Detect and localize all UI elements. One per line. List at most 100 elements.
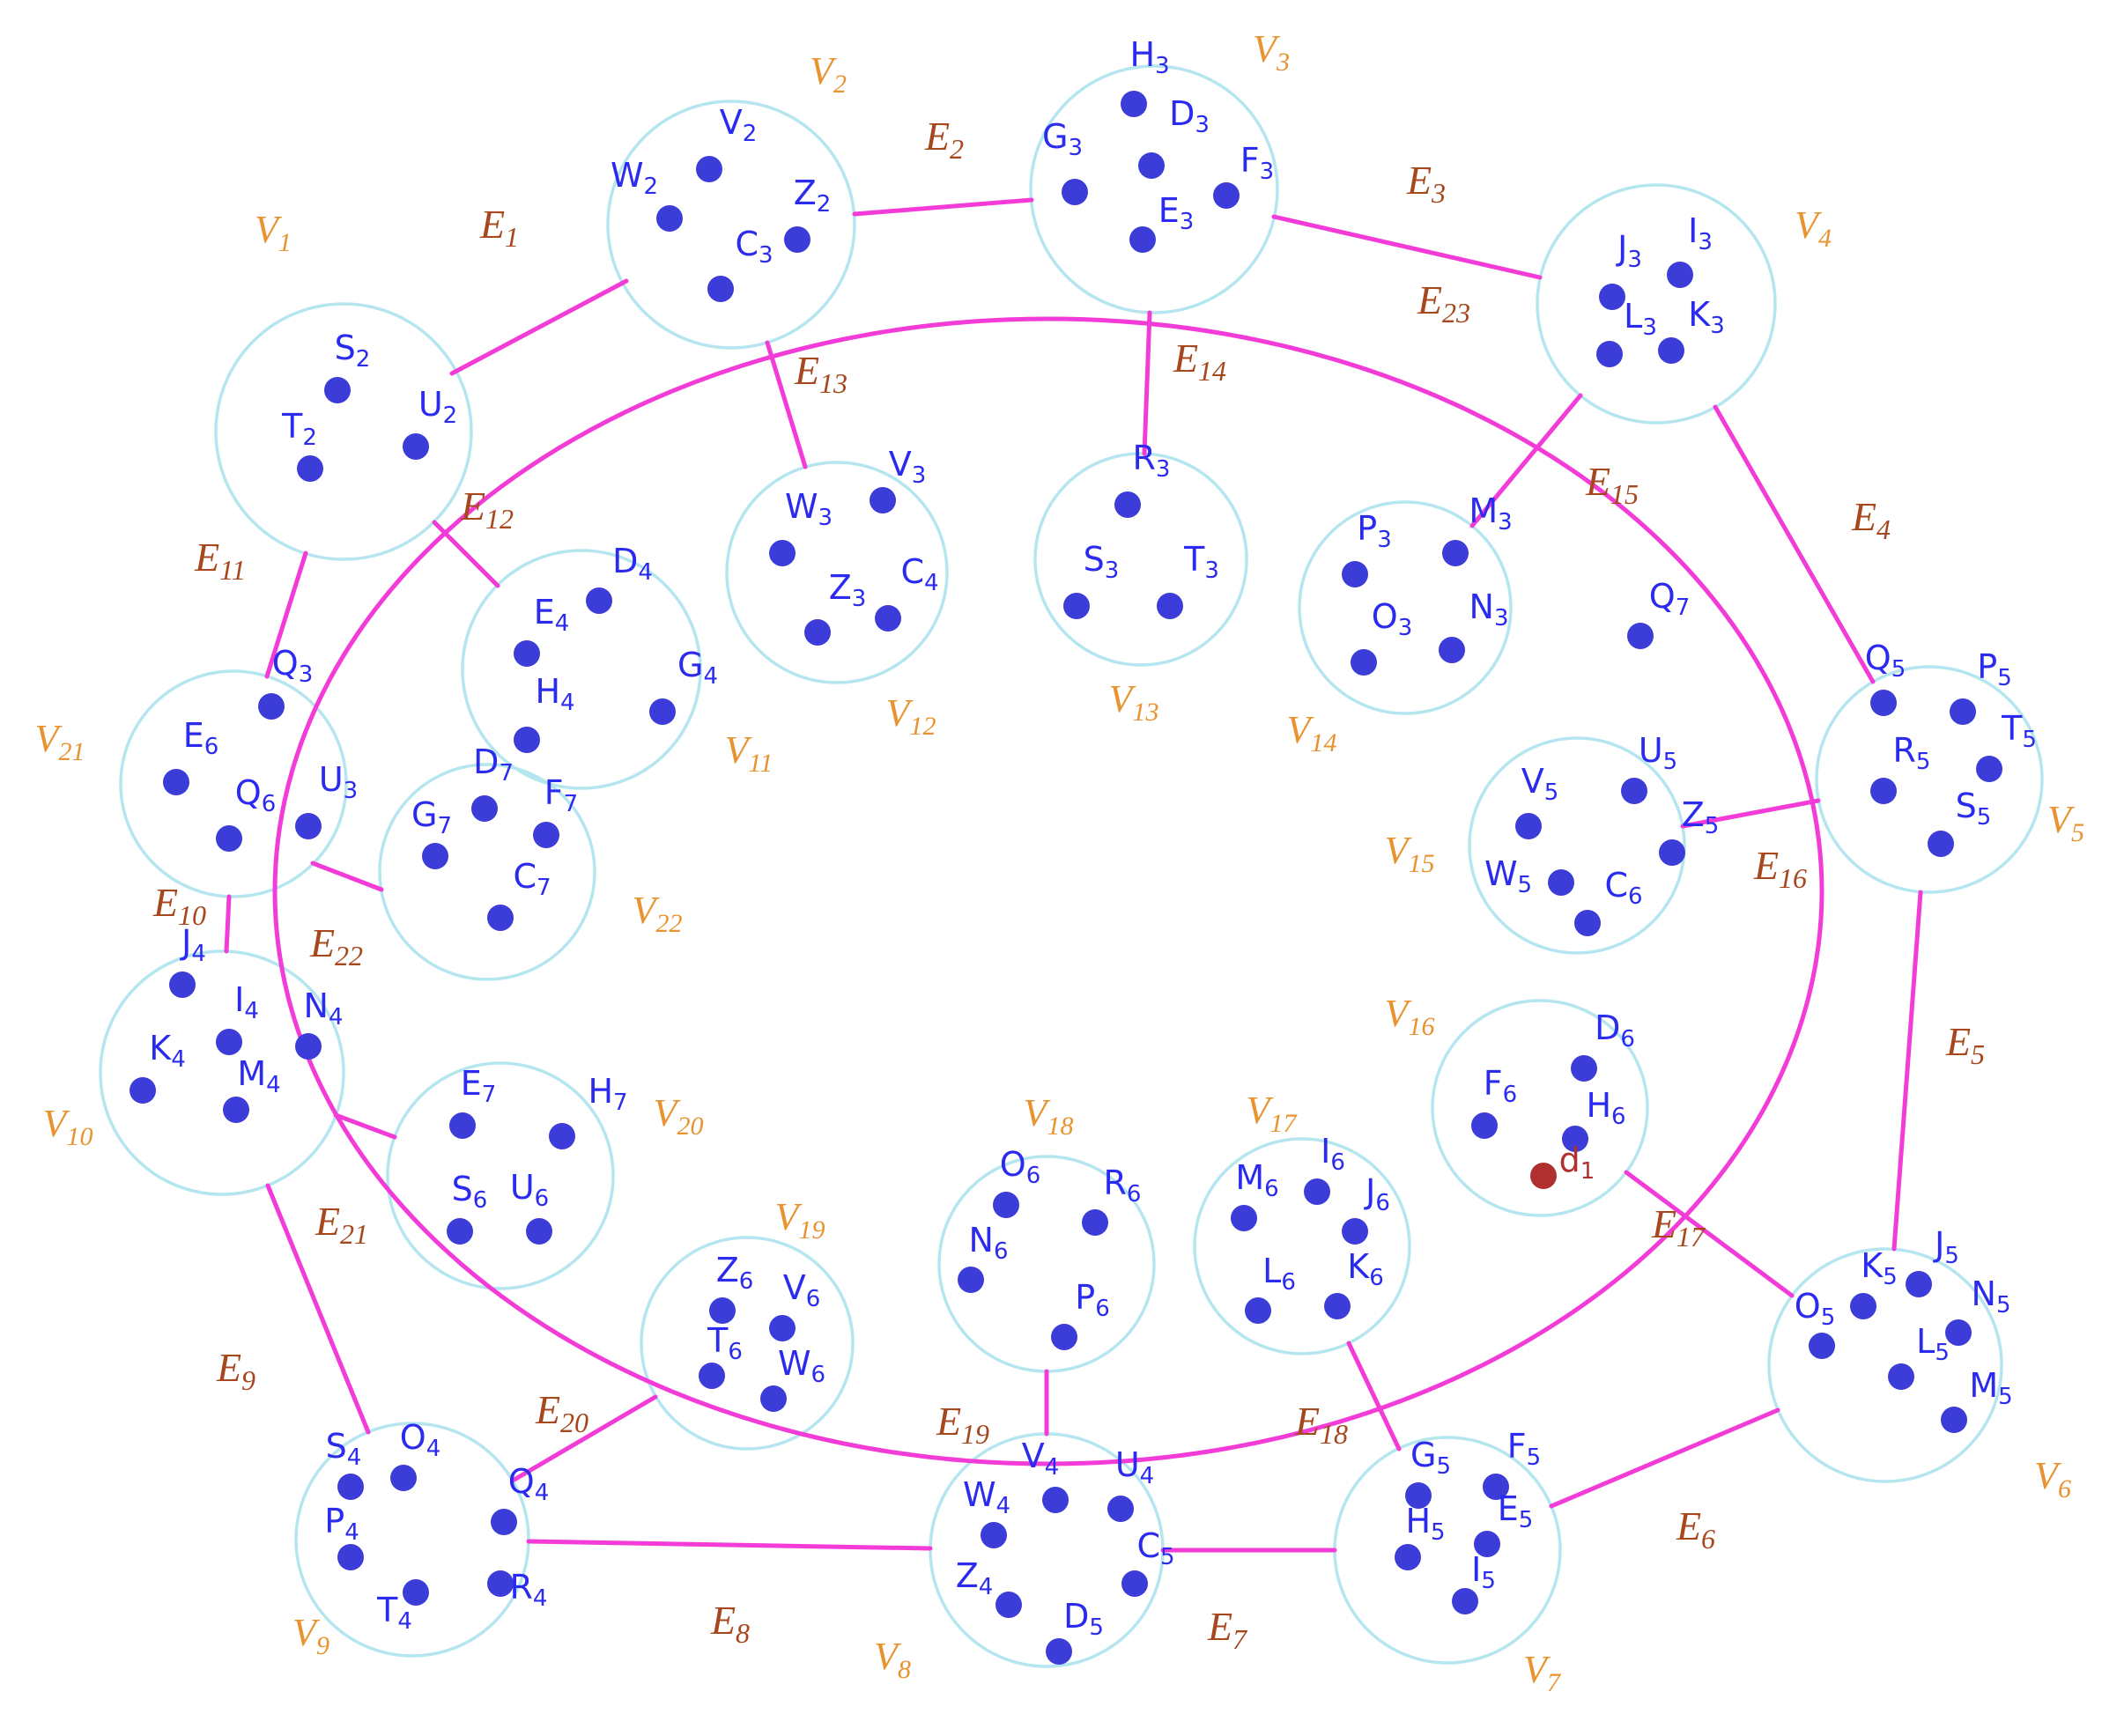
node-label-G3: G3	[1042, 117, 1083, 161]
node-dot-Q6	[216, 825, 242, 852]
edge-label-E23: E23	[1417, 277, 1470, 329]
node-label-I5: I5	[1471, 1550, 1496, 1594]
node-dot-W4	[981, 1522, 1007, 1548]
node-label-R3: R3	[1133, 439, 1171, 483]
edge-label-E8: E8	[710, 1598, 750, 1649]
node-label-P3: P3	[1357, 509, 1391, 553]
node-label-T4: T4	[376, 1591, 412, 1635]
node-label-C4: C4	[900, 552, 938, 596]
node-dot-d1	[1530, 1163, 1557, 1189]
node-dot-R3	[1114, 491, 1141, 518]
edge-label-E17: E17	[1651, 1201, 1706, 1252]
vertex-circle-V1	[214, 302, 473, 561]
node-dot-K4	[130, 1077, 156, 1104]
node-label-L6: L6	[1262, 1252, 1296, 1296]
node-dot-H6	[1562, 1126, 1588, 1152]
node-label-H3: H3	[1129, 35, 1169, 79]
node-dot-S6	[447, 1218, 473, 1245]
node-label-Z5: Z5	[1682, 795, 1720, 839]
node-dot-W3	[769, 540, 796, 566]
node-dot-E6	[163, 769, 189, 795]
node-label-Z6: Z6	[716, 1251, 754, 1295]
node-label-C3: C3	[735, 225, 773, 269]
node-label-K3: K3	[1688, 295, 1724, 339]
edge-label-E12: E12	[460, 484, 514, 535]
node-label-W3: W3	[785, 487, 833, 531]
node-label-J3: J3	[1616, 229, 1642, 273]
node-label-V6: V6	[783, 1268, 821, 1312]
node-label-L5: L5	[1916, 1322, 1950, 1366]
node-dot-Z3	[804, 619, 831, 646]
edge-label-E22: E22	[309, 920, 363, 971]
edge-line-E2	[852, 197, 1034, 217]
node-dot-U3	[295, 813, 322, 839]
node-dot-O3	[1351, 649, 1377, 676]
node-dot-J4	[169, 971, 196, 998]
node-label-M6: M6	[1235, 1158, 1278, 1202]
node-dot-Z6	[709, 1297, 736, 1324]
edge-line-E8	[526, 1539, 933, 1551]
node-dot-C3	[707, 276, 734, 302]
vertex-circle-V5	[1815, 665, 2044, 894]
vertex-label-V16: V16	[1385, 992, 1435, 1041]
node-label-W4: W4	[963, 1475, 1010, 1519]
node-dot-F5	[1483, 1474, 1509, 1500]
node-dot-O5	[1809, 1333, 1835, 1359]
vertex-circle-V21	[119, 669, 348, 898]
node-dot-H5	[1395, 1544, 1421, 1570]
edge-line-E13	[765, 340, 808, 469]
node-dot-H4	[514, 727, 540, 753]
edge-line-E3	[1271, 214, 1543, 280]
node-dot-P4	[337, 1544, 364, 1570]
node-dot-O4	[390, 1465, 417, 1491]
node-label-N6: N6	[969, 1221, 1009, 1265]
node-label-N4: N4	[304, 986, 344, 1031]
node-dot-G4	[649, 698, 676, 725]
node-dot-M6	[1231, 1205, 1257, 1231]
node-label-S6: S6	[452, 1170, 488, 1214]
node-label-E3: E3	[1158, 191, 1195, 235]
vertex-label-V22: V22	[633, 889, 683, 938]
node-label-M5: M5	[1969, 1366, 2012, 1410]
node-dot-H7	[549, 1123, 575, 1149]
node-label-M3: M3	[1469, 491, 1512, 536]
node-dot-R4	[487, 1570, 514, 1597]
node-label-Z2: Z2	[794, 174, 832, 218]
node-label-C5: C5	[1136, 1526, 1174, 1570]
vertex-label-V18: V18	[1024, 1091, 1074, 1141]
node-dot-U6	[526, 1218, 552, 1245]
node-dot-D3	[1138, 152, 1165, 179]
node-label-R4: R4	[510, 1568, 548, 1612]
node-dot-D7	[471, 795, 498, 822]
node-dot-T3	[1157, 593, 1183, 619]
node-dot-W6	[760, 1385, 787, 1412]
node-label-W6: W6	[778, 1344, 825, 1388]
node-dot-W5	[1548, 869, 1574, 896]
vertex-label-V17: V17	[1247, 1089, 1299, 1138]
vertex-label-V15: V15	[1385, 829, 1435, 878]
node-dot-M5	[1941, 1407, 1967, 1433]
node-label-O5: O5	[1795, 1287, 1835, 1331]
node-dot-K5	[1850, 1293, 1876, 1319]
edge-line-E15	[1469, 393, 1583, 528]
edge-label-E18: E18	[1294, 1399, 1348, 1450]
node-dot-U2	[403, 433, 429, 460]
node-dot-G3	[1062, 179, 1088, 205]
node-label-C6: C6	[1604, 866, 1642, 910]
vertex-circle-V6	[1767, 1247, 2003, 1483]
node-label-D6: D6	[1595, 1008, 1635, 1053]
vertex-label-V4: V4	[1795, 203, 1832, 253]
node-label-W5: W5	[1484, 854, 1532, 898]
edge-line-E20	[510, 1394, 658, 1483]
node-dot-L5	[1888, 1363, 1914, 1390]
edge-label-E9: E9	[216, 1345, 255, 1396]
node-label-U3: U3	[319, 760, 358, 804]
node-dot-U5	[1621, 778, 1647, 804]
node-dot-D4	[586, 587, 612, 614]
node-label-M4: M4	[237, 1054, 280, 1098]
node-dot-L3	[1596, 341, 1623, 367]
node-dot-S4	[337, 1474, 364, 1500]
edge-line-E11	[264, 550, 308, 679]
